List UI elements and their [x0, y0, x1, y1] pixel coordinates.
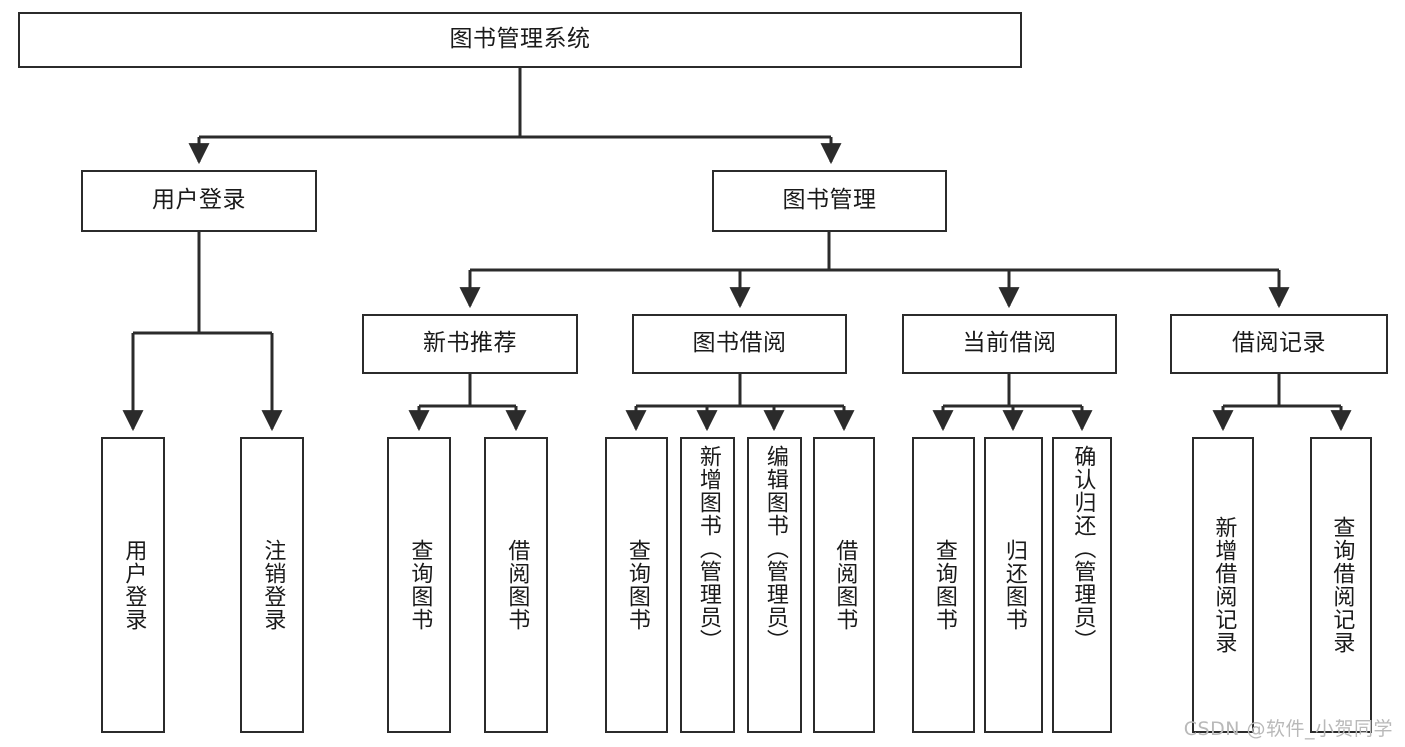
node-leaf-user-login[interactable]: 用户登录 [101, 437, 165, 733]
watermark: CSDN @软件_小贺同学 [1183, 718, 1393, 740]
node-leaf-edit-book-label: 编辑图书（管理员） [762, 445, 788, 652]
node-leaf-logout[interactable]: 注销登录 [240, 437, 304, 733]
node-book-borrow-label: 图书借阅 [692, 330, 787, 357]
node-leaf-add-record[interactable]: 新增借阅记录 [1192, 437, 1254, 733]
node-current-borrow-label: 当前借阅 [962, 330, 1057, 357]
node-user-login-label: 用户登录 [152, 187, 246, 214]
node-book-management-label: 图书管理 [782, 187, 877, 214]
node-book-management[interactable]: 图书管理 [712, 170, 947, 232]
node-leaf-query-book-rec[interactable]: 查询图书 [387, 437, 451, 733]
node-book-borrow[interactable]: 图书借阅 [632, 314, 847, 374]
node-leaf-add-book-label: 新增图书（管理员） [695, 445, 721, 652]
node-leaf-query-book-rec-label: 查询图书 [407, 539, 433, 631]
node-leaf-logout-label: 注销登录 [260, 539, 286, 631]
node-leaf-query-record[interactable]: 查询借阅记录 [1310, 437, 1372, 733]
node-leaf-query-book-borrow[interactable]: 查询图书 [605, 437, 668, 733]
node-leaf-borrow-book-rec[interactable]: 借阅图书 [484, 437, 548, 733]
node-root[interactable]: 图书管理系统 [18, 12, 1022, 68]
node-borrow-record-label: 借阅记录 [1232, 330, 1326, 357]
node-leaf-query-record-label: 查询借阅记录 [1329, 516, 1355, 654]
node-leaf-query-book-current[interactable]: 查询图书 [912, 437, 975, 733]
node-leaf-query-book-borrow-label: 查询图书 [624, 539, 650, 631]
node-leaf-borrow-book-rec-label: 借阅图书 [504, 539, 530, 631]
node-user-login[interactable]: 用户登录 [81, 170, 317, 232]
node-new-book-recommend-label: 新书推荐 [423, 330, 517, 357]
node-leaf-query-book-current-label: 查询图书 [931, 539, 957, 631]
node-leaf-confirm-return-label: 确认归还（管理员） [1070, 445, 1096, 652]
node-leaf-borrow-book[interactable]: 借阅图书 [813, 437, 875, 733]
node-leaf-borrow-book-label: 借阅图书 [832, 539, 858, 631]
node-borrow-record[interactable]: 借阅记录 [1170, 314, 1388, 374]
node-leaf-confirm-return[interactable]: 确认归还（管理员） [1052, 437, 1112, 733]
node-leaf-return-book-label: 归还图书 [1001, 539, 1027, 631]
node-root-label: 图书管理系统 [449, 26, 591, 53]
node-leaf-user-login-label: 用户登录 [121, 539, 147, 631]
node-leaf-return-book[interactable]: 归还图书 [984, 437, 1043, 733]
node-current-borrow[interactable]: 当前借阅 [902, 314, 1117, 374]
node-leaf-add-book[interactable]: 新增图书（管理员） [680, 437, 735, 733]
node-leaf-edit-book[interactable]: 编辑图书（管理员） [747, 437, 802, 733]
node-new-book-recommend[interactable]: 新书推荐 [362, 314, 578, 374]
node-leaf-add-record-label: 新增借阅记录 [1211, 516, 1237, 654]
